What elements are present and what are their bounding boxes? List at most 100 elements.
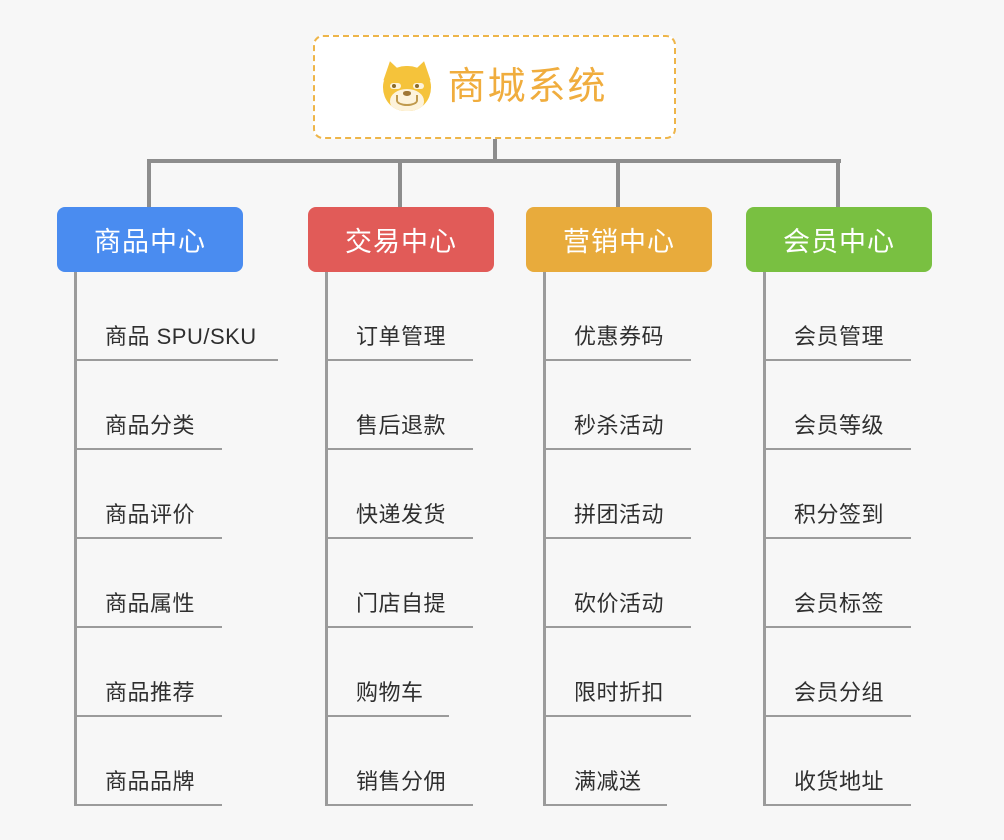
leaf-item[interactable]: 秒杀活动 bbox=[543, 361, 783, 450]
leaf-item[interactable]: 销售分佣 bbox=[325, 717, 565, 806]
leaf-item-underline bbox=[763, 715, 911, 717]
leaf-item[interactable]: 优惠券码 bbox=[543, 272, 783, 361]
leaf-item-underline bbox=[763, 448, 911, 450]
leaf-item-label: 售后退款 bbox=[356, 413, 447, 438]
leaf-item[interactable]: 商品属性 bbox=[74, 539, 314, 628]
category-header-1[interactable]: 商品中心 bbox=[57, 207, 243, 272]
category-column-4: 会员中心会员管理会员等级积分签到会员标签会员分组收货地址 bbox=[746, 207, 932, 806]
leaf-item-underline bbox=[763, 804, 911, 806]
connector-horizontal-bus bbox=[149, 159, 841, 163]
leaf-item-label: 收货地址 bbox=[794, 769, 885, 794]
leaf-item-label: 商品分类 bbox=[105, 413, 196, 438]
connector-root-vertical bbox=[493, 139, 497, 161]
leaf-list-1: 商品 SPU/SKU 商品分类商品评价商品属性商品推荐商品品牌 bbox=[74, 272, 314, 806]
leaf-item[interactable]: 商品 SPU/SKU bbox=[74, 272, 314, 361]
leaf-item-underline bbox=[74, 715, 222, 717]
leaf-item[interactable]: 商品评价 bbox=[74, 450, 314, 539]
leaf-item[interactable]: 商品分类 bbox=[74, 361, 314, 450]
leaf-item-underline bbox=[325, 359, 473, 361]
leaf-item-underline bbox=[763, 626, 911, 628]
leaf-item-label: 秒杀活动 bbox=[574, 413, 665, 438]
leaf-item-underline bbox=[74, 537, 222, 539]
leaf-item-label: 拼团活动 bbox=[574, 502, 665, 527]
leaf-item-label: 门店自提 bbox=[356, 591, 447, 616]
leaf-item-label: 限时折扣 bbox=[574, 680, 665, 705]
connector-drop-2 bbox=[398, 159, 402, 207]
leaf-item-underline bbox=[543, 715, 691, 717]
leaf-item[interactable]: 会员分组 bbox=[763, 628, 1003, 717]
leaf-item-underline bbox=[325, 448, 473, 450]
leaf-item-underline bbox=[325, 804, 473, 806]
leaf-item-underline bbox=[325, 715, 449, 717]
dog-eye-left-icon bbox=[390, 83, 402, 89]
leaf-item-underline bbox=[763, 359, 911, 361]
branch-spine-4 bbox=[763, 272, 766, 806]
leaf-item[interactable]: 商品推荐 bbox=[74, 628, 314, 717]
leaf-item-underline bbox=[74, 448, 222, 450]
leaf-item-underline bbox=[325, 537, 473, 539]
leaf-item-underline bbox=[543, 448, 691, 450]
leaf-item-label: 会员等级 bbox=[794, 413, 885, 438]
root-node[interactable]: 商城系统 bbox=[313, 35, 676, 139]
branch-spine-1 bbox=[74, 272, 77, 806]
category-header-3[interactable]: 营销中心 bbox=[526, 207, 712, 272]
dog-eye-right-icon bbox=[413, 83, 425, 89]
leaf-item[interactable]: 满减送 bbox=[543, 717, 783, 806]
leaf-item-label: 商品属性 bbox=[105, 591, 196, 616]
branch-spine-2 bbox=[325, 272, 328, 806]
leaf-item-label: 订单管理 bbox=[356, 324, 447, 349]
leaf-item[interactable]: 会员等级 bbox=[763, 361, 1003, 450]
leaf-item-label: 购物车 bbox=[356, 680, 424, 705]
leaf-item-label: 商品品牌 bbox=[105, 769, 196, 794]
leaf-list-4: 会员管理会员等级积分签到会员标签会员分组收货地址 bbox=[763, 272, 1003, 806]
leaf-item-underline bbox=[763, 537, 911, 539]
leaf-item[interactable]: 门店自提 bbox=[325, 539, 565, 628]
leaf-item-underline bbox=[325, 626, 473, 628]
leaf-item[interactable]: 限时折扣 bbox=[543, 628, 783, 717]
leaf-item[interactable]: 拼团活动 bbox=[543, 450, 783, 539]
dog-nose-icon bbox=[403, 91, 412, 96]
category-column-3: 营销中心优惠券码秒杀活动拼团活动砍价活动限时折扣满减送 bbox=[526, 207, 712, 806]
branch-spine-3 bbox=[543, 272, 546, 806]
leaf-item-underline bbox=[543, 359, 691, 361]
dog-face-icon bbox=[379, 58, 436, 113]
leaf-item-label: 商品 SPU/SKU bbox=[105, 324, 257, 349]
connector-drop-3 bbox=[616, 159, 620, 207]
leaf-list-2: 订单管理售后退款快递发货门店自提购物车销售分佣 bbox=[325, 272, 565, 806]
leaf-item-label: 销售分佣 bbox=[356, 769, 447, 794]
leaf-item-underline bbox=[543, 537, 691, 539]
leaf-item-label: 商品推荐 bbox=[105, 680, 196, 705]
leaf-item-underline bbox=[543, 626, 691, 628]
leaf-item[interactable]: 商品品牌 bbox=[74, 717, 314, 806]
leaf-item-underline bbox=[543, 804, 667, 806]
category-header-2[interactable]: 交易中心 bbox=[308, 207, 494, 272]
leaf-item-label: 商品评价 bbox=[105, 502, 196, 527]
connector-drop-4 bbox=[836, 159, 840, 207]
leaf-item-label: 砍价活动 bbox=[574, 591, 665, 616]
category-column-1: 商品中心商品 SPU/SKU 商品分类商品评价商品属性商品推荐商品品牌 bbox=[57, 207, 278, 806]
leaf-item-label: 满减送 bbox=[574, 769, 642, 794]
leaf-item[interactable]: 积分签到 bbox=[763, 450, 1003, 539]
leaf-item[interactable]: 快递发货 bbox=[325, 450, 565, 539]
leaf-item[interactable]: 会员标签 bbox=[763, 539, 1003, 628]
leaf-item[interactable]: 购物车 bbox=[325, 628, 565, 717]
category-column-2: 交易中心订单管理售后退款快递发货门店自提购物车销售分佣 bbox=[308, 207, 494, 806]
dog-head-icon bbox=[383, 66, 432, 111]
dog-mouth-icon bbox=[396, 95, 419, 106]
leaf-item-label: 会员标签 bbox=[794, 591, 885, 616]
root-title: 商城系统 bbox=[447, 66, 608, 108]
leaf-item-underline bbox=[74, 626, 222, 628]
leaf-item-label: 会员管理 bbox=[794, 324, 885, 349]
leaf-item-underline bbox=[74, 359, 278, 361]
leaf-item[interactable]: 砍价活动 bbox=[543, 539, 783, 628]
leaf-item[interactable]: 订单管理 bbox=[325, 272, 565, 361]
leaf-item[interactable]: 会员管理 bbox=[763, 272, 1003, 361]
leaf-item[interactable]: 售后退款 bbox=[325, 361, 565, 450]
leaf-item-label: 快递发货 bbox=[356, 502, 447, 527]
leaf-item-underline bbox=[74, 804, 222, 806]
category-header-4[interactable]: 会员中心 bbox=[746, 207, 932, 272]
leaf-item-label: 积分签到 bbox=[794, 502, 885, 527]
leaf-item[interactable]: 收货地址 bbox=[763, 717, 1003, 806]
leaf-list-3: 优惠券码秒杀活动拼团活动砍价活动限时折扣满减送 bbox=[543, 272, 783, 806]
